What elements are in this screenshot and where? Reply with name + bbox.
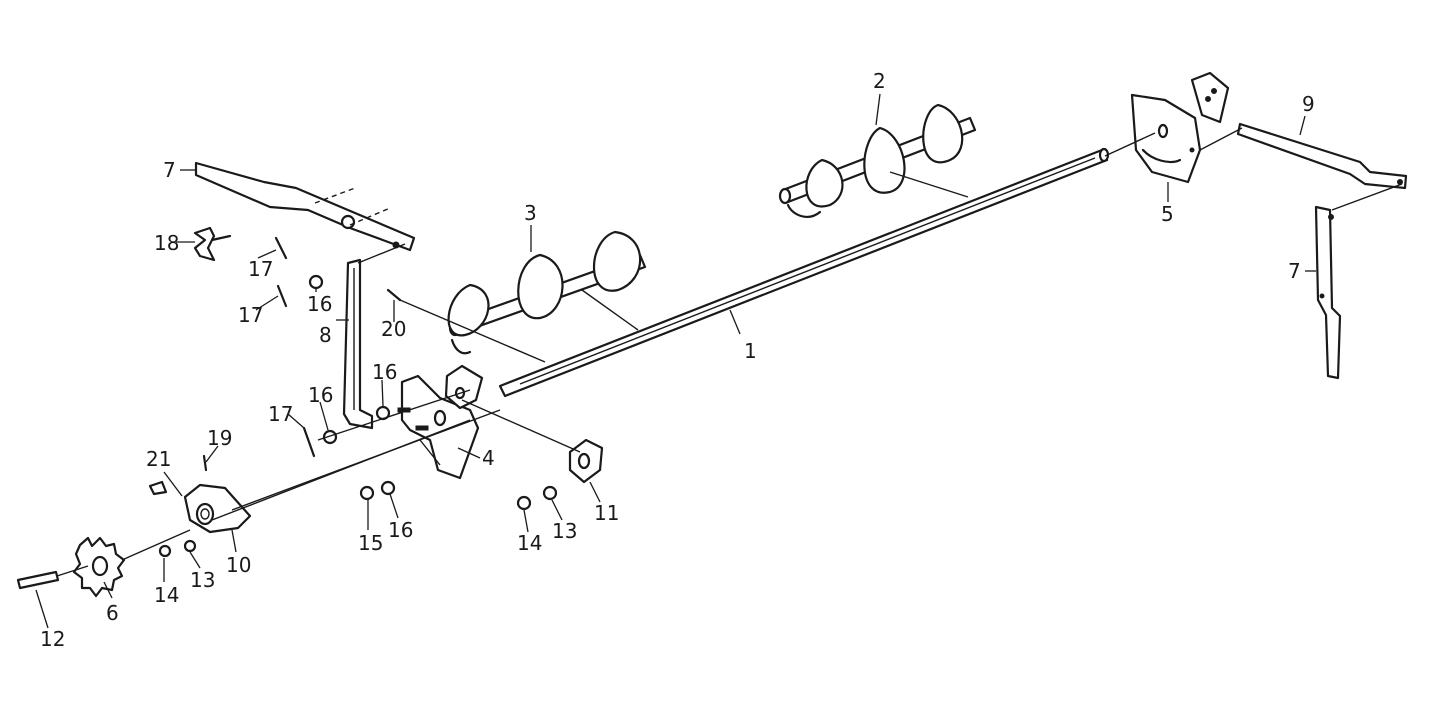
callout-10: 10 [226, 553, 251, 577]
callout-9: 9 [1302, 92, 1315, 116]
callout-15: 15 [358, 531, 383, 555]
callout-11: 11 [594, 501, 619, 525]
callout-labels: 1 2 3 4 5 6 7 7 8 9 10 11 12 13 13 14 14… [40, 69, 1315, 651]
callout-16-a: 16 [388, 518, 413, 542]
callout-16-d: 16 [372, 360, 397, 384]
callout-20: 20 [381, 317, 406, 341]
callout-6: 6 [106, 601, 119, 625]
leader-lines [35, 93, 1316, 629]
callout-7-left: 7 [163, 158, 176, 182]
part-6-sprocket [72, 536, 126, 598]
callout-13-left: 13 [190, 568, 215, 592]
callout-13-right: 13 [552, 519, 577, 543]
callout-16-b: 16 [307, 292, 332, 316]
callout-16-c: 16 [308, 383, 333, 407]
callout-7-right: 7 [1288, 259, 1301, 283]
part-1-shaft [498, 147, 1110, 398]
callout-8: 8 [319, 323, 332, 347]
part-12-key [16, 570, 60, 590]
callout-3: 3 [524, 201, 537, 225]
part-8-link-rod [342, 258, 374, 430]
callout-12: 12 [40, 627, 65, 651]
part-5-right-plate [1130, 71, 1230, 184]
callout-18: 18 [154, 231, 179, 255]
part-2-auger-upper [778, 103, 977, 218]
part-4-side-plate [397, 364, 484, 480]
callout-4: 4 [482, 446, 495, 470]
callout-2: 2 [873, 69, 886, 93]
part-11-flange-bearing [568, 438, 604, 484]
callout-5: 5 [1161, 202, 1174, 226]
callout-19: 19 [207, 426, 232, 450]
callout-17-b: 17 [238, 303, 263, 327]
callout-1: 1 [744, 339, 757, 363]
part-3-auger-lower [447, 230, 647, 355]
callout-17-c: 17 [268, 402, 293, 426]
callout-17-a: 17 [248, 257, 273, 281]
assembly-lines [56, 127, 1403, 577]
callout-14-left: 14 [154, 583, 179, 607]
part-10-bearing-flange [183, 483, 252, 534]
part-9-arm [1236, 122, 1408, 190]
callout-21: 21 [146, 447, 171, 471]
part-7-bracket-left [194, 161, 416, 252]
callout-14-right: 14 [517, 531, 542, 555]
part-7-bracket-right [1314, 205, 1342, 380]
